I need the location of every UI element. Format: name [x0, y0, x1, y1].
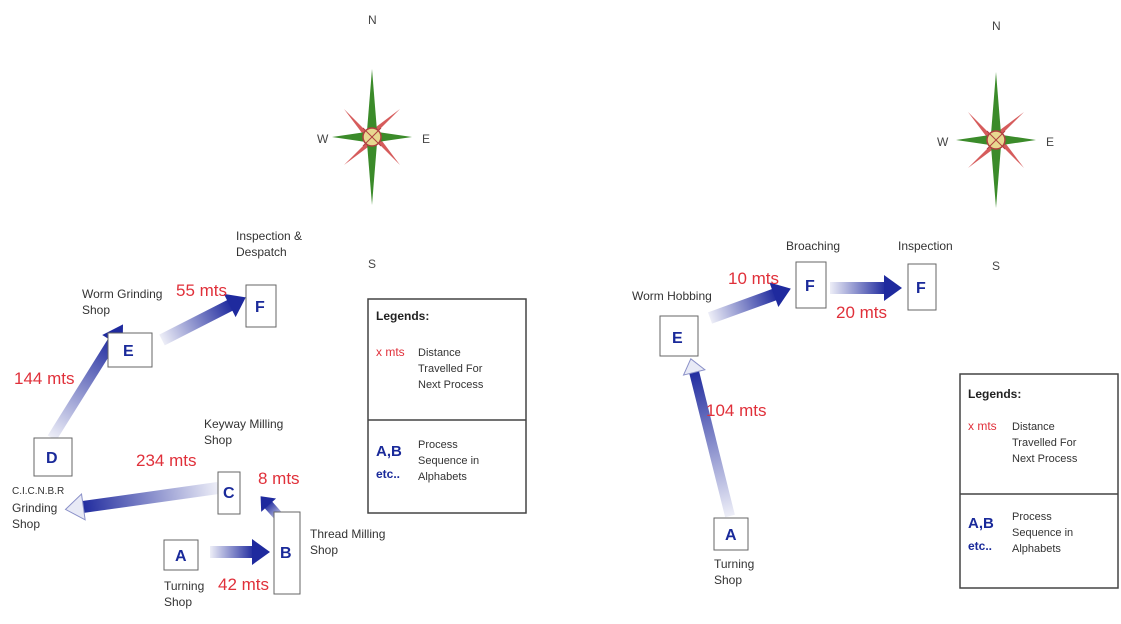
- svg-text:E: E: [672, 330, 683, 347]
- node-a-label-line1: Turning: [164, 579, 204, 593]
- legend-distance-desc-2: Travelled For: [418, 363, 483, 375]
- distance-a-to-e: 104 mts: [706, 401, 766, 420]
- node-f-inspection: F: [907, 263, 937, 311]
- distance-c-to-d: 234 mts: [136, 451, 196, 470]
- node-e: E: [107, 332, 153, 368]
- node-e-label: Worm Hobbing: [632, 289, 712, 303]
- svg-text:E: E: [123, 343, 134, 360]
- node-e: E: [659, 315, 699, 357]
- left-diagram: N S W E D: [12, 13, 527, 609]
- distance-e-to-f: 55 mts: [176, 281, 227, 300]
- node-e-label-line2: Shop: [82, 303, 110, 317]
- distance-d-to-e: 144 mts: [14, 369, 74, 388]
- legend-distance-desc-2: Travelled For: [1012, 437, 1077, 449]
- compass-east-label: E: [1046, 135, 1054, 149]
- arrow-a-to-e: [682, 358, 735, 518]
- legend-sequence-desc-2: Sequence in: [418, 455, 479, 467]
- compass-east-label: E: [422, 132, 430, 146]
- node-f-broaching: F: [795, 261, 827, 309]
- legend-distance-desc-3: Next Process: [418, 379, 484, 391]
- legend-distance-desc-1: Distance: [418, 347, 461, 359]
- compass-west-label: W: [317, 132, 329, 146]
- legend-sequence-desc-3: Alphabets: [418, 471, 467, 483]
- legend-right: Legends: x mts Distance Travelled For Ne…: [959, 373, 1119, 589]
- node-a-label-line1: Turning: [714, 557, 754, 571]
- node-f-inspection-label: Inspection: [898, 239, 953, 253]
- compass-rose-left: [331, 68, 413, 206]
- node-d-label-line3: Shop: [12, 517, 40, 531]
- node-e-label-line1: Worm Grinding: [82, 287, 162, 301]
- arrow-e-to-f1: [707, 282, 791, 324]
- legend-distance-symbol: x mts: [376, 345, 405, 359]
- node-b-label-line1: Thread Milling: [310, 527, 385, 541]
- node-a-label-line2: Shop: [714, 573, 742, 587]
- compass-north-label: N: [992, 19, 1001, 33]
- node-d: D: [33, 437, 73, 477]
- arrow-a-to-b: [210, 539, 270, 565]
- legend-sequence-symbol-2: etc..: [376, 467, 400, 481]
- legend-sequence-symbol-1: A,B: [968, 515, 994, 532]
- legend-distance-symbol: x mts: [968, 419, 997, 433]
- legend-sequence-symbol-2: etc..: [968, 539, 992, 553]
- compass-south-label: S: [368, 257, 376, 271]
- legend-sequence-desc-1: Process: [1012, 511, 1052, 523]
- node-a: A: [713, 517, 749, 551]
- node-f-broaching-label: Broaching: [786, 239, 840, 253]
- node-b: B: [273, 511, 301, 595]
- svg-text:C: C: [223, 485, 235, 502]
- legend-sequence-desc-1: Process: [418, 439, 458, 451]
- legend-sequence-symbol-1: A,B: [376, 443, 402, 460]
- svg-text:F: F: [805, 278, 815, 295]
- svg-text:F: F: [916, 280, 926, 297]
- distance-a-to-b: 42 mts: [218, 575, 269, 594]
- node-f-label-line1: Inspection &: [236, 229, 302, 243]
- compass-west-label: W: [937, 135, 949, 149]
- svg-text:D: D: [46, 450, 58, 467]
- svg-text:A: A: [725, 527, 737, 544]
- distance-e-to-f1: 10 mts: [728, 269, 779, 288]
- node-c-label-line1: Keyway Milling: [204, 417, 283, 431]
- distance-b-to-c: 8 mts: [258, 469, 300, 488]
- node-a: A: [163, 539, 199, 571]
- arrow-c-to-d: [64, 482, 219, 521]
- legend-title: Legends:: [376, 309, 429, 323]
- legend-sequence-desc-3: Alphabets: [1012, 543, 1061, 555]
- legend-sequence-desc-2: Sequence in: [1012, 527, 1073, 539]
- distance-f1-to-f2: 20 mts: [836, 303, 887, 322]
- node-c-label-line2: Shop: [204, 433, 232, 447]
- right-diagram: N S W E E F F: [632, 19, 1119, 589]
- node-f-label-line2: Despatch: [236, 245, 287, 259]
- legend-title: Legends:: [968, 387, 1021, 401]
- node-a-label-line2: Shop: [164, 595, 192, 609]
- compass-rose-right: [955, 71, 1037, 209]
- arrow-f1-to-f2: [830, 275, 902, 301]
- node-f: F: [245, 284, 277, 328]
- node-c: C: [217, 471, 241, 515]
- node-d-label-line2: Grinding: [12, 501, 57, 515]
- svg-text:A: A: [175, 548, 187, 565]
- legend-left: Legends: x mts Distance Travelled For Ne…: [367, 298, 527, 514]
- arrow-e-to-f: [159, 293, 246, 346]
- svg-text:F: F: [255, 299, 265, 316]
- svg-text:B: B: [280, 545, 292, 562]
- node-d-label-line1: C.I.C.N.B.R: [12, 486, 64, 497]
- compass-north-label: N: [368, 13, 377, 27]
- compass-south-label: S: [992, 259, 1000, 273]
- legend-distance-desc-3: Next Process: [1012, 453, 1078, 465]
- legend-distance-desc-1: Distance: [1012, 421, 1055, 433]
- node-b-label-line2: Shop: [310, 543, 338, 557]
